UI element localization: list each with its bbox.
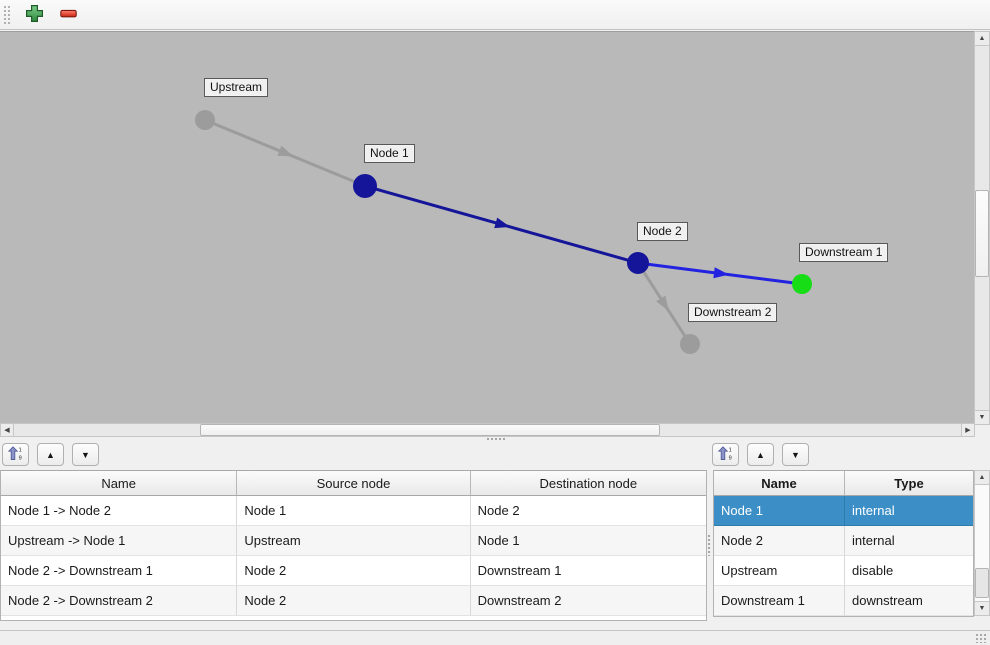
scroll-up-icon[interactable]: ▲ xyxy=(974,31,990,46)
table-cell[interactable]: Upstream xyxy=(237,526,471,555)
column-header[interactable]: Name xyxy=(1,471,238,495)
main-toolbar xyxy=(0,0,990,30)
graph-node[interactable] xyxy=(680,334,700,354)
table-row[interactable]: Node 2 internal xyxy=(714,526,973,556)
table-cell[interactable]: internal xyxy=(851,533,895,548)
scroll-down-icon[interactable]: ▼ xyxy=(974,601,990,616)
graph-node[interactable] xyxy=(627,252,649,274)
table-row[interactable]: Node 1 internal xyxy=(714,496,973,526)
scroll-up-icon[interactable]: ▲ xyxy=(974,470,990,485)
table-cell[interactable]: Node 1 -> Node 2 xyxy=(1,496,238,525)
table-cell[interactable]: Downstream 2 xyxy=(477,593,562,608)
scroll-right-icon[interactable]: ▶ xyxy=(961,423,975,437)
vertical-splitter-handle[interactable] xyxy=(707,534,712,556)
svg-text:1: 1 xyxy=(729,448,732,454)
node-label[interactable]: Node 1 xyxy=(364,144,415,163)
column-header[interactable]: Name xyxy=(714,471,845,495)
table-cell[interactable]: downstream xyxy=(851,593,923,608)
column-header[interactable]: Type xyxy=(894,475,924,491)
graph-v-scrollbar-thumb[interactable] xyxy=(975,190,989,277)
toolbar-drag-handle[interactable] xyxy=(3,4,11,25)
edges-panel-toolbar: 1 9 ▲ ▼ xyxy=(2,443,99,467)
edges-move-up-button[interactable]: ▲ xyxy=(37,443,64,466)
sort-ascending-icon: 1 9 xyxy=(717,446,733,463)
nodes-move-down-button[interactable]: ▼ xyxy=(782,443,809,466)
table-cell[interactable]: Node 2 xyxy=(237,586,471,615)
edges-layer xyxy=(195,110,812,354)
sort-ascending-icon: 1 9 xyxy=(7,446,23,463)
table-cell[interactable]: Node 2 xyxy=(237,556,471,585)
up-triangle-icon: ▲ xyxy=(756,449,765,460)
column-header[interactable]: Source node xyxy=(237,471,471,495)
node-label[interactable]: Node 2 xyxy=(637,222,688,241)
column-header[interactable]: Destination node xyxy=(539,475,638,491)
nodes-table-scrollbar-thumb[interactable] xyxy=(975,568,989,598)
nodes-move-up-button[interactable]: ▲ xyxy=(747,443,774,466)
graph-node[interactable] xyxy=(353,174,377,198)
table-cell[interactable]: Node 1 xyxy=(714,496,845,525)
window-resize-grip[interactable] xyxy=(975,633,987,643)
graph-node[interactable] xyxy=(792,274,812,294)
node-label[interactable]: Downstream 2 xyxy=(688,303,778,322)
scroll-left-icon[interactable]: ◀ xyxy=(0,423,14,437)
table-cell[interactable]: Node 2 xyxy=(477,503,520,518)
svg-text:1: 1 xyxy=(19,448,22,454)
table-cell[interactable]: internal xyxy=(851,503,895,518)
table-header-row: Name Type xyxy=(714,470,973,496)
scroll-down-icon[interactable]: ▼ xyxy=(974,410,990,425)
table-cell[interactable]: Downstream 1 xyxy=(477,563,562,578)
edge-arrow-icon xyxy=(713,267,729,279)
edge-arrow-icon xyxy=(656,295,669,312)
table-cell[interactable]: Node 2 -> Downstream 2 xyxy=(1,586,238,615)
edge-arrow-icon xyxy=(277,145,294,157)
down-triangle-icon: ▼ xyxy=(81,449,90,460)
status-bar xyxy=(0,630,990,645)
plus-icon xyxy=(25,4,44,26)
graph-node[interactable] xyxy=(195,110,215,130)
add-button[interactable] xyxy=(19,2,49,28)
minus-icon xyxy=(59,4,78,26)
table-cell[interactable]: disable xyxy=(851,563,894,578)
edge-arrow-icon xyxy=(494,217,511,229)
table-cell[interactable]: Node 1 xyxy=(237,496,471,525)
node-label[interactable]: Upstream xyxy=(204,78,269,97)
table-cell[interactable]: Node 2 xyxy=(714,526,845,555)
table-cell[interactable]: Upstream xyxy=(714,556,845,585)
table-cell[interactable]: Upstream -> Node 1 xyxy=(1,526,238,555)
table-cell[interactable]: Downstream 1 xyxy=(714,586,845,615)
node-label[interactable]: Downstream 1 xyxy=(799,243,889,262)
remove-button[interactable] xyxy=(53,2,83,28)
nodes-sort-button[interactable]: 1 9 xyxy=(712,443,739,466)
table-row[interactable]: Downstream 1 downstream xyxy=(714,586,973,616)
edges-move-down-button[interactable]: ▼ xyxy=(72,443,99,466)
graph-h-scrollbar-thumb[interactable] xyxy=(200,424,660,436)
svg-text:9: 9 xyxy=(729,456,732,461)
up-triangle-icon: ▲ xyxy=(46,449,55,460)
svg-text:9: 9 xyxy=(19,456,22,461)
horizontal-splitter-handle[interactable] xyxy=(486,437,506,442)
edges-sort-button[interactable]: 1 9 xyxy=(2,443,29,466)
table-cell[interactable]: Node 1 xyxy=(477,533,520,548)
table-row[interactable]: Upstream disable xyxy=(714,556,973,586)
table-cell[interactable]: Node 2 -> Downstream 1 xyxy=(1,556,238,585)
down-triangle-icon: ▼ xyxy=(791,449,800,460)
nodes-panel-toolbar: 1 9 ▲ ▼ xyxy=(712,443,809,467)
